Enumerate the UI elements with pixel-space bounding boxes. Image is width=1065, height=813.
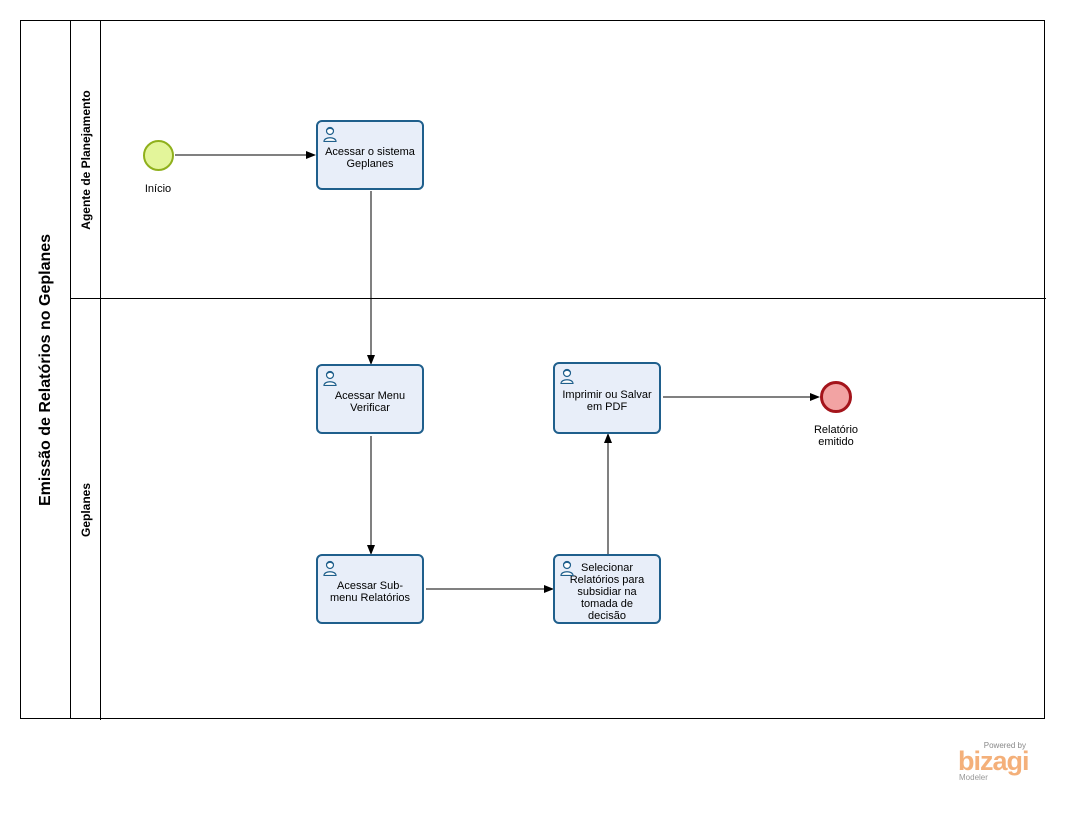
user-icon [323, 126, 337, 142]
watermark-product: Modeler [959, 773, 988, 782]
lane-geplanes: Geplanes [71, 299, 1046, 720]
bizagi-watermark: Powered by bizagi Modeler [958, 741, 1048, 785]
task-acessar-menu-verificar[interactable]: Acessar Menu Verificar [316, 364, 424, 434]
task-label: Acessar Sub-menu Relatórios [329, 580, 411, 604]
user-icon [560, 560, 574, 576]
pool-title: Emissão de Relatórios no Geplanes [37, 233, 54, 507]
pool-header: Emissão de Relatórios no Geplanes [21, 21, 71, 718]
task-label: Acessar Menu Verificar [334, 390, 406, 414]
user-icon [323, 370, 337, 386]
pool: Emissão de Relatórios no Geplanes Agente… [20, 20, 1046, 720]
task-label: Selecionar Relatórios para subsidiar na … [569, 562, 645, 622]
task-acessar-sistema[interactable]: Acessar o sistema Geplanes [316, 120, 424, 190]
watermark-powered-by: Powered by [983, 741, 1026, 750]
lane-label: Agente de Planejamento [79, 89, 93, 230]
lane-header: Geplanes [71, 299, 101, 720]
start-event[interactable] [143, 140, 174, 171]
lane-header: Agente de Planejamento [71, 21, 101, 298]
end-event-label: Relatório emitido [813, 424, 859, 448]
task-acessar-submenu-relatorios[interactable]: Acessar Sub-menu Relatórios [316, 554, 424, 624]
task-label: Acessar o sistema Geplanes [325, 146, 415, 170]
user-icon [560, 368, 574, 384]
task-imprimir-ou-salvar[interactable]: Imprimir ou Salvar em PDF [553, 362, 661, 434]
user-icon [323, 560, 337, 576]
task-selecionar-relatorios[interactable]: Selecionar Relatórios para subsidiar na … [553, 554, 661, 624]
watermark-brand: bizagi [958, 746, 1030, 776]
task-label: Imprimir ou Salvar em PDF [562, 389, 652, 413]
lane-label: Geplanes [79, 482, 93, 537]
start-event-label: Início [144, 183, 172, 195]
lane-agente-de-planejamento: Agente de Planejamento [71, 21, 1046, 299]
end-event[interactable] [820, 381, 852, 413]
